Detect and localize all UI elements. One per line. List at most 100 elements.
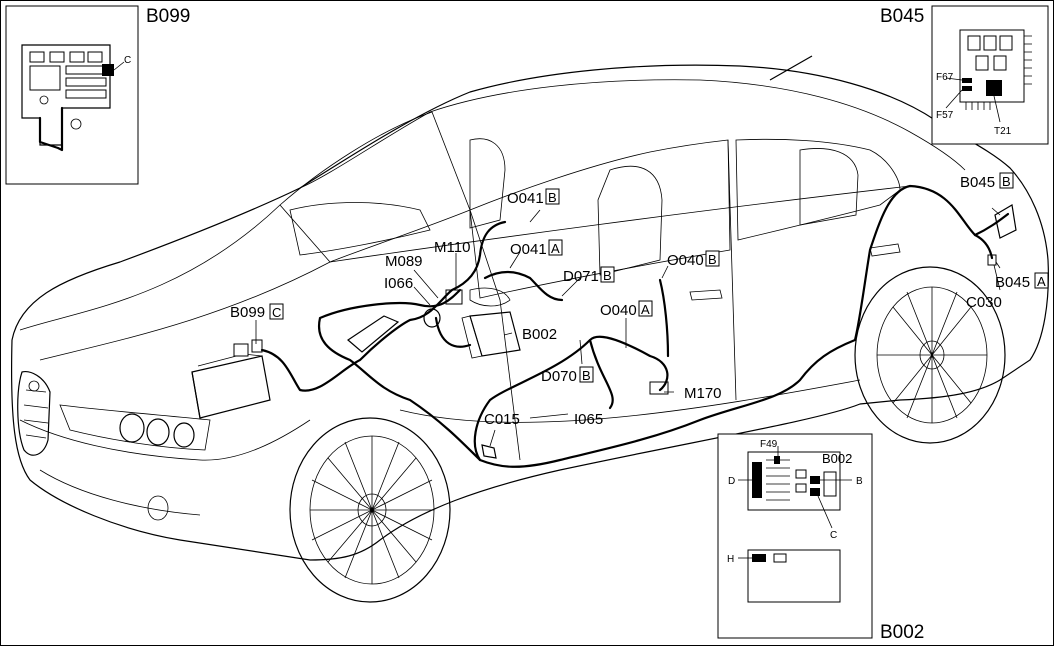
harness-sill <box>317 184 994 468</box>
callout-o040a: O040 A <box>600 300 653 319</box>
callout-i065: I065 <box>574 411 603 428</box>
svg-text:A: A <box>551 241 560 256</box>
inset-b002-pin-d: D <box>728 476 735 487</box>
headlight-housing <box>59 404 211 451</box>
callout-d071b: D071 B <box>563 266 615 285</box>
headlight-1 <box>119 413 145 443</box>
rear-wheel <box>854 266 1006 444</box>
hood-crease <box>39 261 331 361</box>
sill-line <box>399 379 861 423</box>
front-door-window <box>469 139 731 299</box>
svg-text:O041: O041 <box>507 190 544 207</box>
callout-m110: M110 <box>434 239 470 256</box>
inset-b099-pin: C <box>124 55 131 66</box>
svg-text:B: B <box>582 368 591 383</box>
hood-line <box>19 204 281 331</box>
headlight-3 <box>173 422 195 448</box>
svg-text:B045: B045 <box>995 274 1030 291</box>
inset-b045-title: B045 <box>880 6 924 27</box>
fog-light <box>147 495 169 521</box>
rear-door-handle <box>869 243 901 257</box>
harness-console <box>434 270 564 348</box>
front-door-line <box>469 209 521 461</box>
callout-c030: C030 <box>966 294 1002 311</box>
car-illustration <box>10 55 1049 603</box>
front-door-handle <box>689 289 723 301</box>
inset-b045-fuse-f67: F67 <box>936 72 954 83</box>
driver-seat <box>469 138 506 229</box>
fuse-box-b099-drawing <box>21 44 125 152</box>
wiring-harness <box>260 184 1010 468</box>
car-body-outline <box>10 64 1049 561</box>
front-seat <box>597 165 663 276</box>
relay-t21-marker <box>986 80 1002 96</box>
svg-text:D070: D070 <box>541 368 577 385</box>
callout-d070b: D070 B <box>541 366 594 385</box>
front-grille <box>17 371 51 456</box>
svg-text:B: B <box>548 190 557 205</box>
front-wheel <box>289 417 451 603</box>
svg-text:C: C <box>272 305 281 320</box>
harness-floor <box>473 335 669 462</box>
inset-b002-fuse-f49: F49 <box>760 439 778 450</box>
brand-badge <box>28 380 40 392</box>
inset-b099-title: B099 <box>146 6 190 27</box>
fuse-f49-marker <box>774 456 780 464</box>
inset-b002: B002 B002 F49 D B C H <box>717 433 924 643</box>
callout-c015: C015 <box>484 411 520 428</box>
harness-rear <box>973 212 1010 237</box>
callout-o041b: O041 B <box>507 188 560 207</box>
rear-door-window <box>735 138 901 241</box>
callout-i066: I066 <box>384 275 413 292</box>
svg-text:B045: B045 <box>960 174 995 191</box>
headlight-2 <box>146 418 170 446</box>
pin-h-marker <box>752 554 766 562</box>
connector-c015 <box>481 444 497 459</box>
svg-text:B099: B099 <box>230 304 265 321</box>
pin-b-marker <box>810 476 820 484</box>
callout-m089: M089 <box>385 253 423 270</box>
inset-b045-fuse-f57: F57 <box>936 110 954 121</box>
svg-text:O041: O041 <box>510 241 547 258</box>
car-roof-line <box>299 79 966 189</box>
inset-b002-pin-b: B <box>856 476 863 487</box>
callout-b045b: B045 B <box>960 172 1014 191</box>
svg-text:A: A <box>1037 274 1046 289</box>
fuse-f67-marker <box>962 78 972 83</box>
callout-b002: B002 <box>522 326 557 343</box>
svg-text:B: B <box>603 268 612 283</box>
front-bumper <box>19 419 311 461</box>
inset-b099: B099 C <box>5 5 190 185</box>
callout-o041a: O041 A <box>510 239 563 258</box>
lower-grille-line <box>39 469 201 516</box>
side-mirror <box>469 287 511 307</box>
inset-b002-title: B002 <box>880 622 924 643</box>
inset-b045-relay-t21: T21 <box>994 126 1012 137</box>
fuse-panel-b002-drawing <box>738 446 852 603</box>
svg-text:O040: O040 <box>600 302 637 319</box>
harness-main <box>260 220 507 392</box>
windshield <box>279 111 471 263</box>
svg-text:B: B <box>1002 174 1011 189</box>
callout-m170: M170 <box>684 385 722 402</box>
svg-text:D071: D071 <box>563 268 599 285</box>
pin-c-marker <box>102 64 114 76</box>
inset-b002-inner-title: B002 <box>822 451 852 466</box>
svg-text:B: B <box>708 252 717 267</box>
rear-seat <box>799 148 859 226</box>
battery <box>191 339 271 419</box>
pin-c-marker-b002 <box>810 488 820 496</box>
pin-d-marker <box>752 462 762 498</box>
callout-b045a: B045 A <box>995 272 1049 291</box>
svg-text:A: A <box>641 302 650 317</box>
dashboard <box>289 202 431 256</box>
rear-unit-b045 <box>994 204 1017 239</box>
callout-labels: B099 C O041 B O041 A D071 B O040 B O040 … <box>230 172 1049 447</box>
harness-b-pillar <box>658 278 670 358</box>
callout-b099c: B099 C <box>230 303 284 321</box>
callout-o040b: O040 B <box>667 250 720 269</box>
belt-line <box>329 185 911 263</box>
